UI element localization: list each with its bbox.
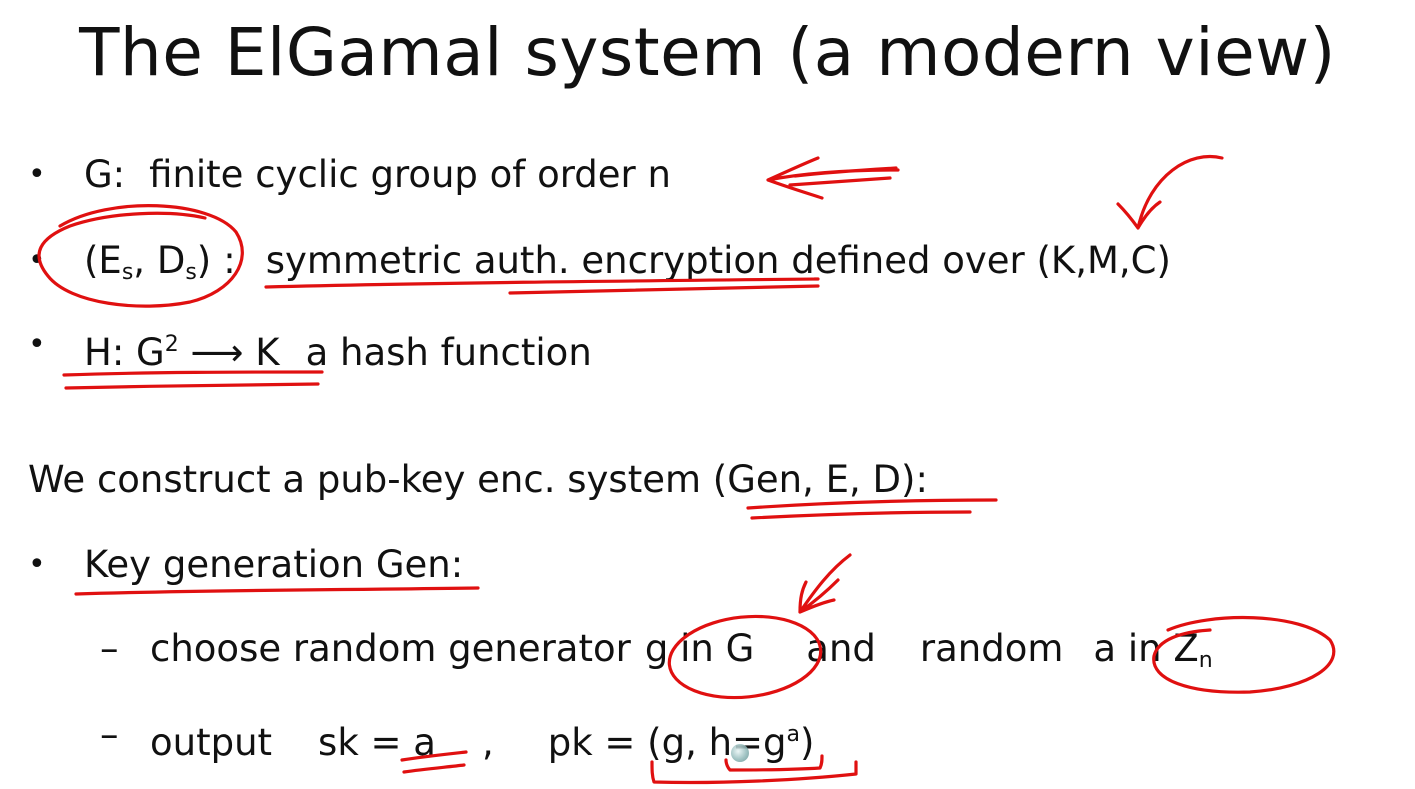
sub-bullet-dash: – [100, 627, 119, 670]
public-key: pk = (g, h=ga) [547, 721, 815, 764]
group-symbol: G: [84, 153, 126, 196]
word-random: random [919, 627, 1064, 670]
step-choose-text: choose random generator [150, 627, 631, 670]
underline-gen-e-d-2 [750, 510, 972, 520]
step-output-text: output [150, 721, 273, 764]
cipher-colon: : [223, 239, 236, 282]
slide-title: The ElGamal system (a modern view) [79, 14, 1336, 91]
keygen-step-choose: choose random generator g in G and random a … [150, 624, 1213, 686]
bullet-dot: • [28, 547, 46, 582]
secret-key: sk = a [318, 721, 436, 764]
underline-hash-2 [64, 382, 320, 390]
hash-description: a hash function [305, 331, 592, 374]
cursor-pointer [731, 744, 749, 762]
cipher-pair: (Es, Ds) [84, 239, 212, 285]
keygen-label: Key generation Gen [84, 543, 451, 586]
construction-statement: We construct a pub-key enc. system (Gen,… [28, 458, 928, 501]
cipher-description: symmetric auth. encryption defined over … [265, 239, 1171, 282]
bullet-dot: • [28, 327, 46, 362]
comma-separator: , [481, 721, 494, 764]
keygen-step-output: output sk = a, pk = (g, h=ga) [150, 710, 814, 768]
arrow-to-g-in-g [798, 553, 852, 614]
arrow-annotation-group [766, 156, 900, 200]
generator-g: g in G [644, 627, 755, 670]
arrow-annotation-kmc [1116, 155, 1224, 230]
secret-a: a in Zn [1093, 627, 1213, 673]
bullet-group-definition: G: finite cyclic group of order n [84, 150, 671, 200]
bullet-dot: • [28, 157, 46, 192]
bullet-symmetric-cipher: (Es, Ds): symmetric auth. encryption defi… [84, 236, 1171, 298]
sub-bullet-dash: – [100, 713, 119, 756]
word-and: and [806, 627, 876, 670]
bullet-hash-function: H: G2 ⟶ K a hash function [84, 320, 592, 378]
group-description: finite cyclic group of order n [149, 153, 671, 196]
bullet-dot: • [28, 243, 46, 278]
hash-signature: H: G2 ⟶ K [84, 331, 280, 374]
keygen-heading: Key generation Gen: [84, 543, 464, 586]
